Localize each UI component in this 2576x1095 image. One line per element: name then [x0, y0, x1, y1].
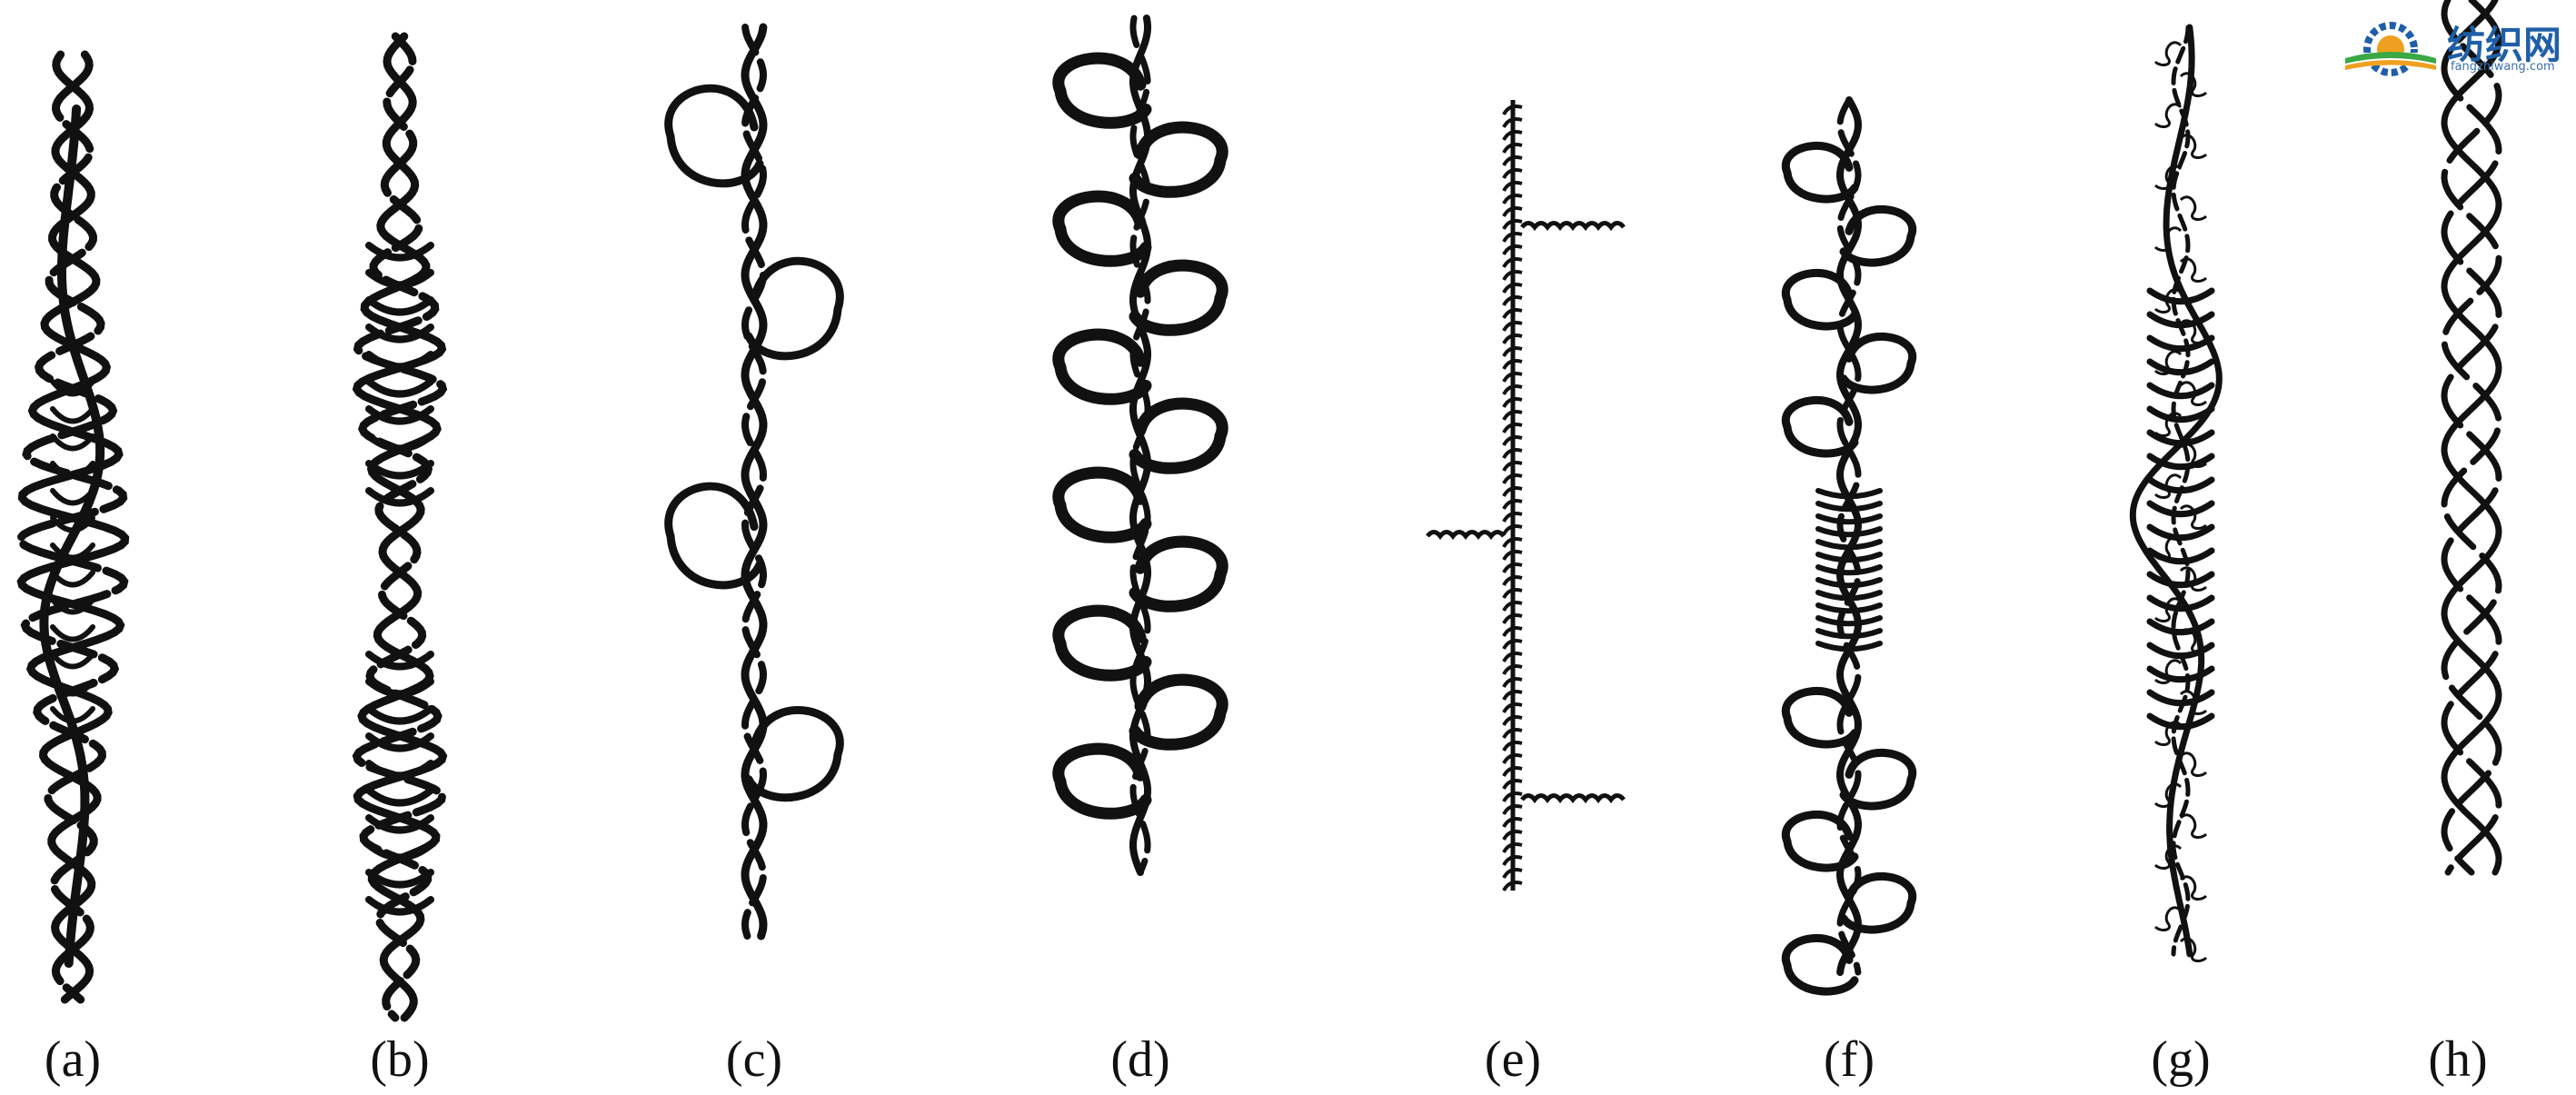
yarn-a-drawing: [15, 50, 130, 1004]
yarn-f-loop-top-5: [1781, 396, 1859, 458]
yarn-c-loop-2: [744, 256, 844, 361]
yarn-d-loop-2: [1129, 121, 1228, 198]
yarn-g-wrap: [2129, 24, 2223, 958]
yarn-d-loop-3: [1052, 190, 1152, 267]
yarn-f-loop-bottom-2: [1839, 749, 1917, 811]
logo-text: 纺织网: [2447, 23, 2562, 67]
panel-g: [2026, 0, 2335, 1095]
yarn-e-fiber-2: [1426, 530, 1506, 541]
yarn-f-loop-bottom-1: [1781, 687, 1859, 749]
caption-d: (d): [1110, 1031, 1170, 1088]
yarn-e-fiber-3: [1520, 793, 1626, 804]
yarn-d-loop-11: [1052, 742, 1152, 820]
yarn-d-strand-2: [1129, 15, 1151, 876]
yarn-f-loop-bottom-5: [1781, 934, 1859, 996]
yarn-d-loop-5: [1052, 328, 1152, 405]
panel-b: [245, 0, 554, 1095]
yarn-h-strand-3: [2441, 0, 2502, 876]
logo-subtext: fangzhiwang.com: [2451, 60, 2555, 74]
yarn-d-loop-8: [1129, 535, 1228, 612]
yarn-d-loop-7: [1052, 466, 1152, 543]
panel-a: [0, 0, 227, 1095]
yarn-d-loop-6: [1129, 397, 1228, 474]
gear-sun-logo-icon: [2343, 22, 2438, 76]
yarn-b-drawing: [352, 32, 448, 1022]
caption-e: (e): [1484, 1031, 1542, 1088]
yarn-d-drawing: [1052, 15, 1228, 876]
yarn-g-fibers: [2153, 41, 2208, 962]
yarn-f-loop-bottom-4: [1839, 872, 1917, 934]
panel-d: [986, 0, 1295, 1095]
watermark-logo: 纺织网 fangzhiwang.com: [2340, 13, 2571, 76]
panel-c: [600, 0, 909, 1095]
yarn-b-knot-top: [365, 242, 434, 507]
yarn-f-loop-top-2: [1839, 205, 1917, 267]
yarn-c-loop-4: [744, 706, 844, 802]
yarn-a-strand-1: [16, 50, 130, 1004]
yarn-d-loop-1: [1052, 52, 1152, 129]
yarn-a-wrap: [39, 105, 105, 968]
yarn-a-coil: [50, 379, 95, 724]
yarn-f-drawing: [1781, 96, 1917, 996]
yarn-h-drawing: [2441, 0, 2502, 876]
yarn-c-drawing: [664, 23, 844, 941]
yarn-d-loop-4: [1129, 259, 1228, 336]
yarn-f-loop-top-1: [1781, 142, 1859, 204]
yarn-d-loop-10: [1129, 673, 1228, 751]
yarn-c-loop-1: [664, 84, 764, 188]
yarn-c-strand-2: [741, 24, 768, 940]
caption-g: (g): [2151, 1031, 2211, 1088]
yarn-f-loop-top-4: [1839, 333, 1917, 394]
caption-a: (a): [44, 1031, 102, 1088]
yarn-h-strand-1: [2441, 0, 2502, 876]
yarn-f-loop-top-3: [1781, 269, 1859, 331]
yarn-d-loop-9: [1052, 604, 1152, 682]
yarn-g-drawing: [2129, 24, 2223, 962]
yarn-f-loop-bottom-3: [1781, 811, 1859, 872]
caption-c: (c): [725, 1031, 783, 1088]
panel-f: [1695, 0, 2004, 1095]
caption-f: (f): [1824, 1031, 1875, 1088]
yarn-c-loop-3: [664, 482, 764, 590]
yarn-h-strand-2: [2441, 0, 2502, 876]
panel-e: [1358, 0, 1667, 1095]
yarn-b-knot-bottom: [365, 651, 434, 916]
yarn-e-fiber-1: [1520, 221, 1626, 232]
yarn-e-drawing: [1426, 100, 1626, 891]
yarn-e-twist: [1502, 105, 1523, 891]
caption-h: (h): [2428, 1031, 2488, 1088]
yarn-f-knot: [1815, 488, 1883, 652]
panel-h: [2317, 0, 2576, 1095]
caption-b: (b): [370, 1031, 430, 1088]
